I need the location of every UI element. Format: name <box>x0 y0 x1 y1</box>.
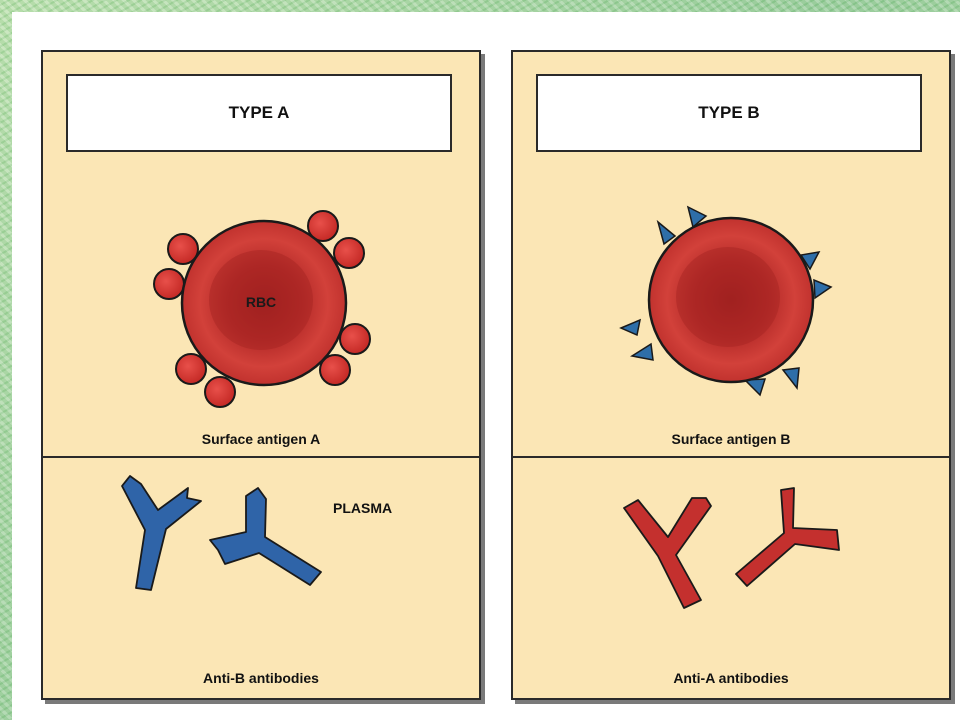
surface-antigen-a-label: Surface antigen A <box>201 431 321 447</box>
anti-a-antibody <box>623 497 712 609</box>
red-blood-cell <box>180 219 348 387</box>
type-a-panel: TYPE A <box>41 50 481 700</box>
antigen-a-circle <box>175 353 207 385</box>
type-a-title: TYPE A <box>66 74 452 152</box>
antigen-a-circle <box>153 268 185 300</box>
antigen-b-triangle <box>686 205 708 229</box>
plasma-divider <box>513 456 949 458</box>
anti-b-antibody <box>209 487 322 586</box>
plasma-divider <box>43 456 479 458</box>
anti-b-antibodies-label: Anti-B antibodies <box>203 670 319 686</box>
antigen-b-triangle <box>629 342 654 361</box>
type-b-title: TYPE B <box>536 74 922 152</box>
antigen-a-circle <box>167 233 199 265</box>
rbc-label: RBC <box>246 294 276 310</box>
antigen-a-circle <box>204 376 236 408</box>
type-b-panel: TYPE B <box>511 50 951 700</box>
antigen-b-triangle <box>781 367 800 390</box>
red-blood-cell <box>647 216 815 384</box>
type-b-illustration <box>619 205 840 609</box>
antigen-a-circle <box>319 354 351 386</box>
antigen-b-triangle <box>813 278 833 300</box>
surface-antigen-b-label: Surface antigen B <box>671 431 791 447</box>
anti-a-antibody <box>735 487 840 587</box>
slide: TYPE A <box>12 12 960 720</box>
antigen-b-triangle <box>619 318 642 337</box>
antigen-a-circle <box>339 323 371 355</box>
plasma-label: PLASMA <box>333 500 393 516</box>
antigen-b-triangle <box>656 219 677 246</box>
antigen-b-triangle <box>799 251 821 271</box>
anti-b-antibody <box>121 475 202 591</box>
antigen-a-circle <box>307 210 339 242</box>
anti-a-antibodies-label: Anti-A antibodies <box>673 670 789 686</box>
type-a-illustration: RBC <box>121 210 371 591</box>
antigen-a-circle <box>333 237 365 269</box>
